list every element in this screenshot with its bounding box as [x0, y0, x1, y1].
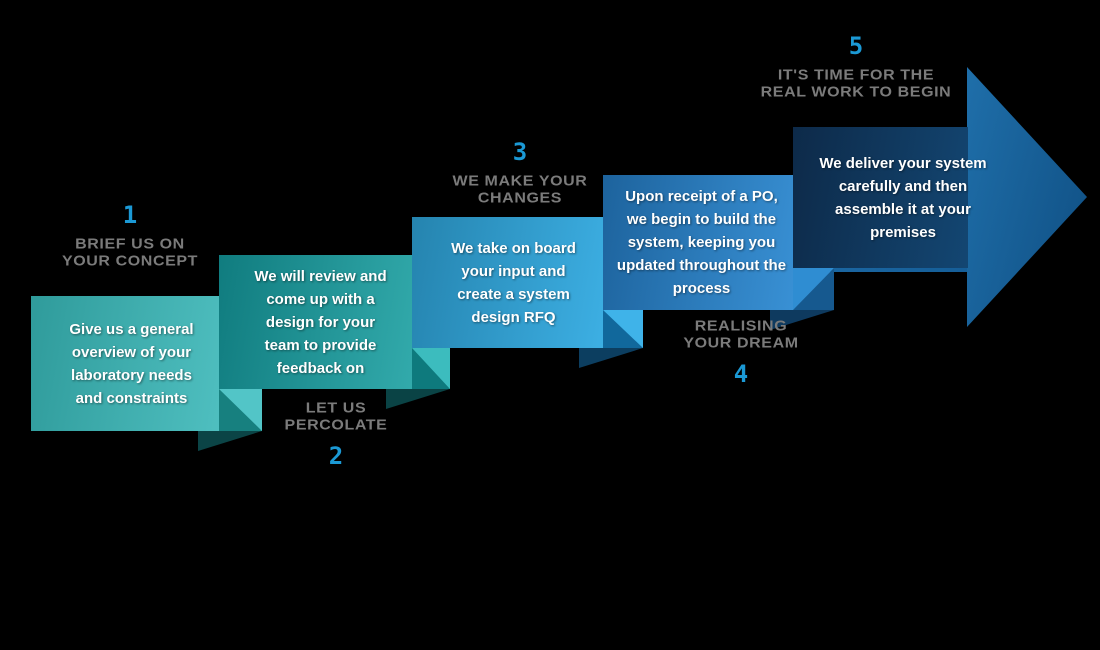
step-5-label: 5 IT'S TIME FOR THE REAL WORK TO BEGIN	[736, 33, 976, 102]
step-3-body-text: We take on board your input and create a…	[451, 239, 576, 326]
step-3-number: 3	[512, 138, 528, 166]
step-4-heading: REALISING YOUR DREAM	[683, 318, 799, 351]
step-3-heading: WE MAKE YOUR CHANGES	[452, 173, 588, 206]
step-5-number: 5	[848, 32, 864, 60]
step-1-heading: BRIEF US ON YOUR CONCEPT	[61, 236, 199, 269]
step-1-label: 1 BRIEF US ON YOUR CONCEPT	[20, 202, 240, 271]
step-5-heading: IT'S TIME FOR THE REAL WORK TO BEGIN	[760, 67, 952, 100]
step-5-body-text: We deliver your system carefully and the…	[819, 154, 987, 241]
step-4-label: REALISING YOUR DREAM 4	[631, 318, 851, 387]
step-4-number: 4	[733, 360, 749, 388]
step-4-body-text: Upon receipt of a PO, we begin to build …	[616, 188, 787, 297]
step-2-label: LET US PERCOLATE 2	[226, 400, 446, 469]
step-1-body-text: Give us a general overview of your labor…	[69, 320, 194, 407]
step-5-card: We deliver your system carefully and the…	[793, 127, 987, 268]
step-1-number: 1	[122, 201, 138, 229]
step-3-label: 3 WE MAKE YOUR CHANGES	[410, 139, 630, 208]
step-2-number: 2	[328, 442, 344, 470]
step-2-body-text: We will review and come up with a design…	[254, 267, 387, 377]
step-2-heading: LET US PERCOLATE	[284, 400, 388, 433]
step-2-card: We will review and come up with a design…	[219, 255, 450, 389]
